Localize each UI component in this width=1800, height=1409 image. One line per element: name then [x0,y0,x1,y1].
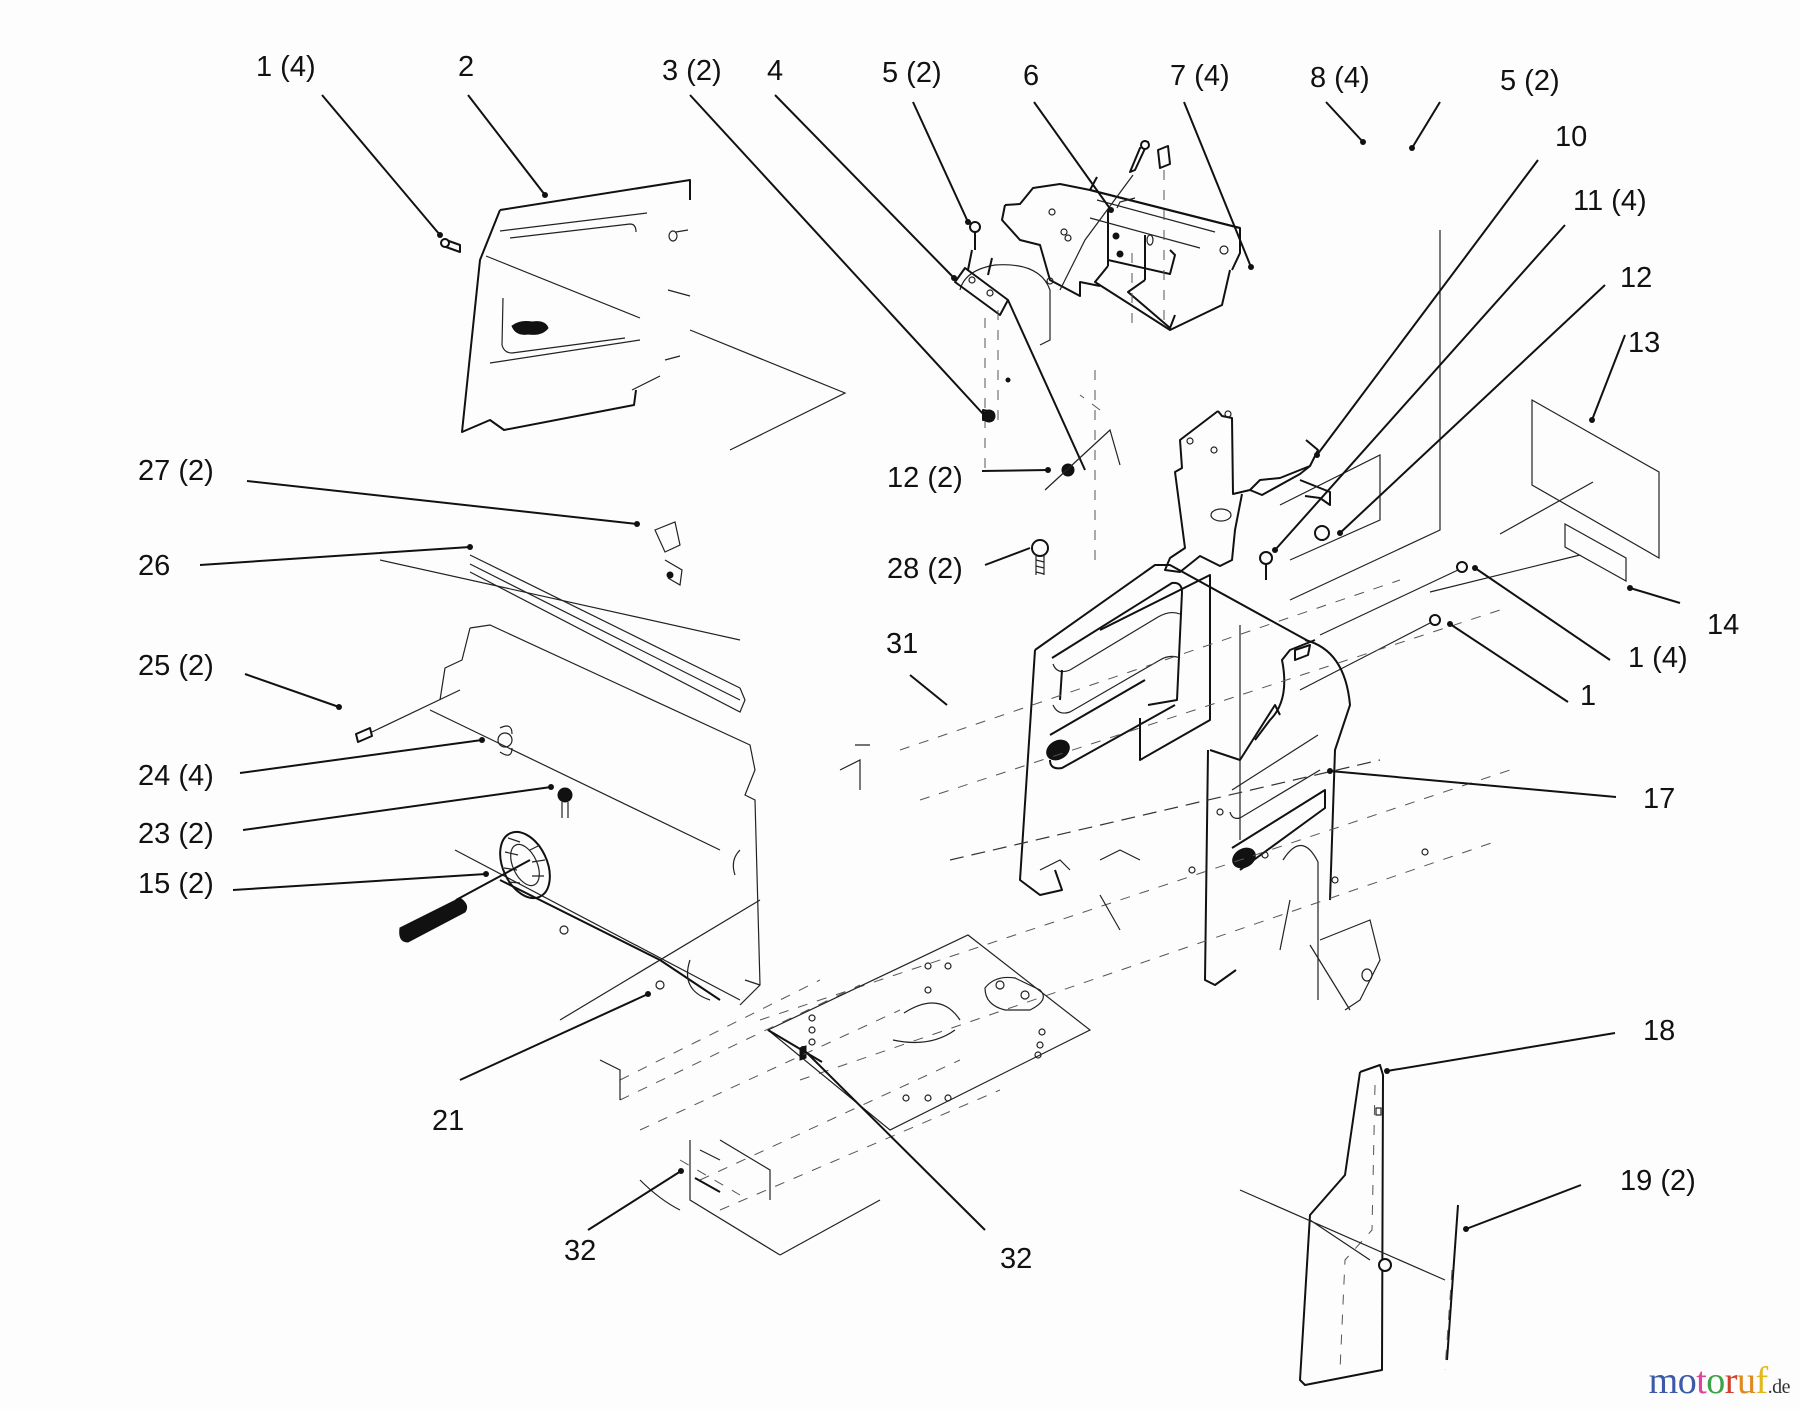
leader-lines [199,94,1681,1231]
callout-14: 14 [1707,609,1739,641]
part-25-screw [355,689,461,743]
callout-12: 12 [1620,262,1652,294]
callout-8: 8 (4) [1310,62,1370,94]
callout-27: 27 (2) [138,455,214,487]
callout-13: 13 [1628,327,1660,359]
part-12-nut [1314,525,1330,541]
callout-31: 31 [886,628,918,660]
part-10-bracket [1164,230,1441,601]
part-5-bolt-right [1059,140,1150,291]
part-3-nut [982,409,996,423]
callout-7: 7 (4) [1170,60,1230,92]
part-28-screw [1031,539,1049,575]
part-6-tray [1001,176,1241,331]
part-19-strip [1444,1204,1459,1371]
callout-32a: 32 [564,1235,596,1267]
part-26-rail [469,554,746,713]
watermark-letter: t [1696,1360,1707,1402]
callout-17: 17 [1643,783,1675,815]
callout-3: 3 (2) [662,55,722,87]
callout-4: 4 [767,55,783,87]
leader-dots [336,139,1633,1232]
frame-chassis [759,579,1511,1081]
part-1-screws-right [1299,561,1468,691]
watermark-tld: .de [1767,1376,1791,1398]
part-13-decal [1531,398,1660,560]
callout-11: 11 (4) [1573,185,1647,217]
callout-2: 2 [458,51,474,83]
watermark-letter: m [1648,1360,1679,1402]
callout-labels: 1 (4) 2 3 (2) 4 5 (2) 6 7 (4) 8 (4) 5 (2… [138,51,1739,1275]
callout-10: 10 [1555,121,1587,153]
callout-5a: 5 (2) [882,57,942,89]
part-14-decal [1429,481,1627,593]
callout-12-2: 12 (2) [887,462,963,494]
callout-15: 15 (2) [138,868,214,900]
part-8-clip [1079,145,1171,560]
part-27-clip [654,521,683,586]
part-2-side-panel [440,179,847,451]
callout-5b: 5 (2) [1500,65,1560,97]
part-4-bracket [954,221,1086,471]
callout-1-4-top: 1 (4) [256,51,316,83]
callout-25: 25 (2) [138,650,214,682]
callout-1-4-right: 1 (4) [1628,642,1688,674]
part-11-bolt [1259,551,1273,580]
part-17-console [1019,564,1351,1000]
callout-23: 23 (2) [138,818,214,850]
base-plate [599,934,1092,1256]
callout-26: 26 [138,550,170,582]
watermark-letter: f [1755,1360,1768,1402]
part-23-bolt [557,787,573,818]
callout-28: 28 (2) [887,553,963,585]
watermark-letter: u [1736,1360,1756,1402]
callout-21: 21 [432,1105,464,1137]
callout-19: 19 (2) [1620,1165,1696,1197]
part-15-knob [399,830,551,943]
callout-18: 18 [1643,1015,1675,1047]
callout-24: 24 (4) [138,760,214,792]
part-18-trim [1239,1064,1446,1386]
watermark-letter: o [1677,1360,1697,1402]
callout-32b: 32 [1000,1243,1032,1275]
part-12-washer [1044,428,1121,491]
callout-6: 6 [1023,60,1039,92]
watermark-letter: o [1706,1360,1725,1402]
part-21-housing [379,559,870,1021]
watermark-letter: r [1724,1360,1738,1402]
motoruf-watermark: motoruf.de [1648,1359,1791,1403]
callout-1: 1 [1580,680,1596,712]
part-24-wingnut [497,725,513,756]
